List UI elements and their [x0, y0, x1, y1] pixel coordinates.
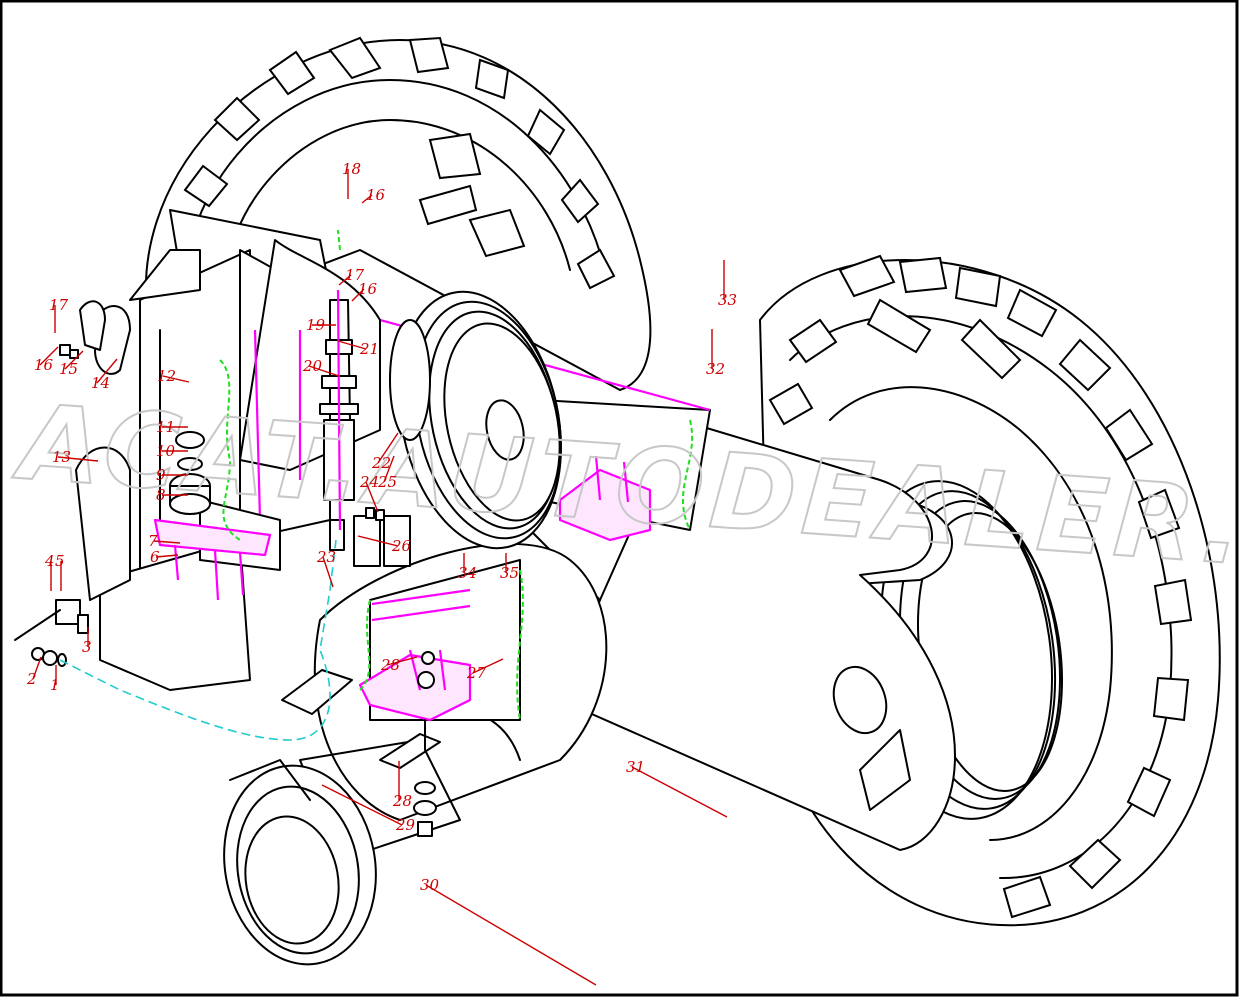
- left-small-parts: [14, 300, 131, 667]
- callout-label: 20: [302, 357, 323, 375]
- callout-label: 30: [420, 876, 440, 894]
- callout-label: 25: [377, 473, 397, 491]
- callout-leader: [338, 274, 352, 286]
- brake-disc: [389, 290, 562, 550]
- callout-label: 29: [395, 816, 416, 834]
- left-stacked-pads: [153, 431, 272, 601]
- callout-leader: [386, 656, 418, 666]
- callout-label: 4: [44, 552, 55, 570]
- center-clamp-parts: [353, 507, 411, 567]
- callout-leader: [322, 556, 334, 588]
- callout-label: 12: [157, 367, 176, 385]
- callout-label: 34: [458, 564, 477, 582]
- center-shock-absorber: [319, 229, 359, 551]
- callout-label: 15: [59, 360, 78, 378]
- callout-label: 21: [359, 340, 379, 358]
- callout-label: 33: [718, 291, 737, 309]
- callout-label: 16: [366, 186, 386, 204]
- hidden-line-green: [219, 359, 241, 541]
- callout-label: 27: [466, 664, 487, 682]
- callout-leader: [96, 358, 118, 384]
- lower-nuts-bolts: [413, 651, 437, 837]
- callout-leader: [383, 455, 395, 483]
- callout-label: 18: [342, 160, 361, 178]
- callout-label: 2: [26, 670, 37, 688]
- callout-label: 6: [150, 548, 160, 566]
- callout-leader: [357, 535, 399, 547]
- callout-leader: [425, 884, 597, 986]
- callout-label: 13: [52, 448, 71, 466]
- callout-label: 28: [380, 656, 400, 674]
- callout-leader: [162, 375, 190, 383]
- callout-leader: [337, 340, 367, 350]
- callout-label: 19: [306, 316, 326, 334]
- callout-leader: [351, 288, 365, 302]
- callout-label: 32: [706, 360, 725, 378]
- callout-label: 17: [345, 266, 365, 284]
- right-tire-treads: [768, 254, 1193, 919]
- rear-left-tire-treads: [183, 36, 616, 290]
- callout-label: 5: [55, 552, 65, 570]
- callout-leader: [153, 540, 181, 544]
- callout-leader: [64, 350, 84, 370]
- callout-label: 1: [50, 676, 60, 694]
- callout-label: 9: [156, 466, 166, 484]
- callout-label: 35: [500, 564, 519, 582]
- front-suspension-bracket: [358, 559, 524, 722]
- callout-leader: [155, 554, 179, 558]
- callout-leader: [472, 658, 504, 674]
- callout-leader: [361, 194, 373, 204]
- callout-leader: [57, 456, 99, 462]
- callout-label: 16: [34, 356, 54, 374]
- callout-label: 14: [91, 374, 110, 392]
- callout-leader: [39, 346, 59, 366]
- callout-label: 7: [148, 532, 158, 550]
- callout-label: 3: [82, 638, 92, 656]
- callout-label: 22: [371, 454, 391, 472]
- callout-leader: [365, 481, 379, 513]
- rear-left-wheel: [144, 36, 652, 391]
- callout-label: 17: [49, 296, 69, 314]
- callout-label: 24: [359, 473, 379, 491]
- callout-label: 31: [626, 758, 645, 776]
- rear-suspension-bracket: [379, 318, 711, 542]
- callout-label: 26: [391, 537, 412, 555]
- callout-label: 16: [358, 280, 378, 298]
- callout-leader: [321, 784, 403, 826]
- callout-label: 11: [156, 418, 175, 436]
- callout-leader: [308, 365, 340, 377]
- callout-label: 8: [156, 486, 166, 504]
- callout-leader: [631, 766, 728, 818]
- callout-leader: [377, 432, 399, 464]
- callout-label: 28: [392, 792, 412, 810]
- callout-leader: [32, 656, 42, 680]
- callout-label: 23: [316, 548, 336, 566]
- callout-label: 10: [156, 442, 176, 460]
